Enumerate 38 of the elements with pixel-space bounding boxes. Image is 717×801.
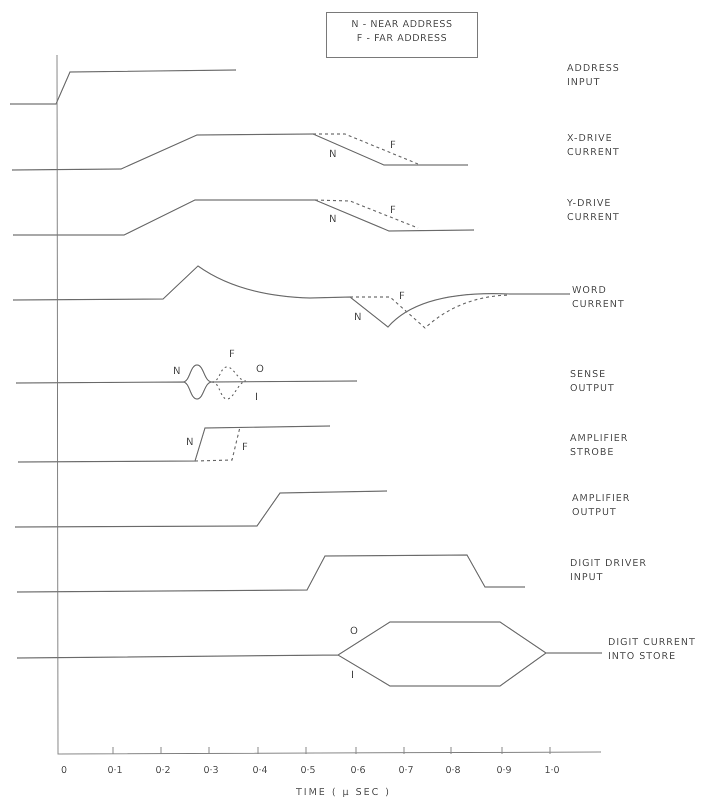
tick-label: 0·3 [202,766,220,776]
waveform-marker: F [390,141,396,151]
waveform-marker: I [255,393,258,403]
axis-title: TIME ( μ SEC ) [296,786,392,800]
waveform-marker: F [242,443,248,453]
waveform-marker: I [351,671,354,681]
tick-label: 0·6 [349,766,367,776]
signal-name: DIGIT DRIVER INPUT [570,557,648,585]
waveform-marker: N [354,313,362,323]
waveform-marker: O [256,365,264,375]
waveform-marker: F [390,206,396,216]
key-box [326,12,478,58]
tick-label: 0·9 [495,766,513,776]
signal-name: X-DRIVE CURRENT [567,132,621,160]
waveform-marker: N [186,438,194,448]
tick-label: 0·5 [299,766,317,776]
waveform-marker: O [350,627,358,637]
signal-name: AMPLIFIER OUTPUT [572,492,632,520]
signal-name: SENSE OUTPUT [570,368,616,396]
key-text: N - NEAR ADDRESS [351,18,453,32]
signal-name: WORD CURRENT [572,284,626,312]
signal-name: Y-DRIVE CURRENT [567,197,621,225]
tick-label: 0·2 [154,766,172,776]
waveform-marker: N [173,367,180,377]
tick-label: 0 [60,766,68,776]
tick-label: 0·8 [444,766,462,776]
tick-label: 0·4 [251,766,269,776]
signal-name: DIGIT CURRENT INTO STORE [608,636,697,664]
tick-label: 0·1 [106,766,124,776]
tick-label: 1·0 [543,766,561,776]
tick-label: 0·7 [397,766,415,776]
signal-name: ADDRESS INPUT [567,62,621,90]
waveform-marker: F [399,292,405,302]
signal-name: AMPLIFIER STROBE [570,432,630,460]
waveform-marker: N [329,215,336,225]
waveform-marker: F [229,350,235,360]
key-text: F - FAR ADDRESS [356,32,448,46]
waveform-marker: N [329,150,336,160]
